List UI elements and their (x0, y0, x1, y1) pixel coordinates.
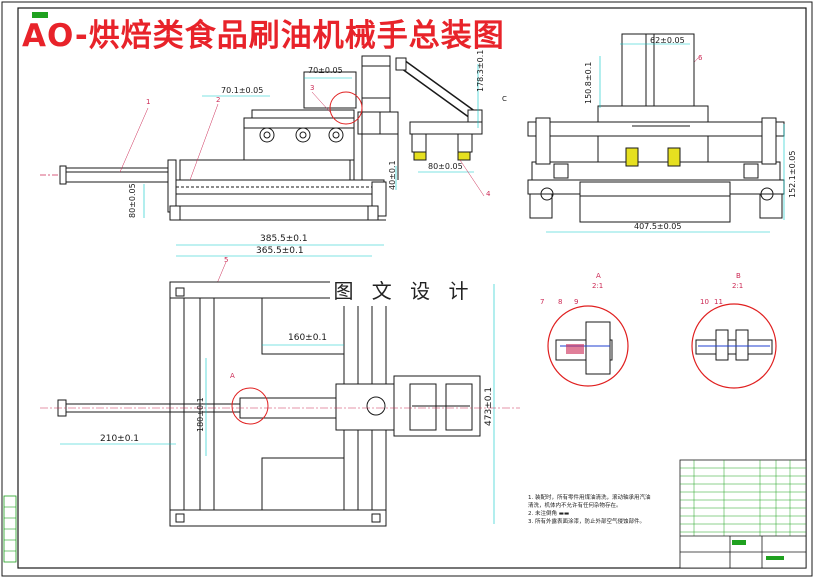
view-label-c: C (502, 95, 507, 103)
balloon-8: 8 (558, 298, 563, 306)
dim-80-top: 80±0.05 (428, 162, 463, 171)
section-a-scale: 2:1 (592, 282, 604, 290)
dim-152-1: 152.1±0.05 (788, 150, 797, 198)
balloon-7: 7 (540, 298, 545, 306)
top-view (57, 281, 481, 527)
dim-160: 160±0.1 (288, 333, 328, 343)
dim-62: 62±0.05 (650, 36, 685, 45)
balloon-4: 4 (486, 190, 491, 198)
drawing-title: AO-烘焙类食品刷油机械手总装图 (22, 18, 505, 54)
view-label-a: A (230, 372, 235, 380)
dim-385-5: 385.5±0.1 (260, 234, 308, 244)
inner-border (17, 7, 807, 569)
front-view-dim-lines (143, 64, 479, 218)
dim-150-8: 150.8±0.1 (584, 61, 593, 104)
parts-list-rows (680, 460, 806, 536)
balloon-2: 2 (216, 96, 221, 104)
balloon-6: 6 (698, 54, 703, 62)
detail-view-a (547, 305, 629, 387)
detail-circle-c (329, 91, 363, 125)
balloon-3: 3 (310, 84, 315, 92)
dim-80-left: 80±0.05 (128, 183, 137, 218)
detail-circle-a (231, 387, 269, 425)
dim-365-5: 365.5±0.1 (256, 246, 304, 256)
dim-70-1: 70.1±0.05 (221, 86, 264, 95)
balloon-1: 1 (146, 98, 151, 106)
side-view (527, 33, 785, 223)
front-view (40, 55, 483, 221)
note-line: 1. 装配时，所有零件用煤油清洗，滚动轴承用汽油 (528, 495, 651, 501)
technical-notes: 1. 装配时，所有零件用煤油清洗，滚动轴承用汽油 清洗，机体内不允许有任何杂物存… (528, 494, 668, 526)
detail-view-b (691, 303, 777, 389)
balloon-11: 11 (714, 298, 723, 306)
note-line: 清洗，机体内不允许有任何杂物存在。 (528, 503, 622, 509)
balloon-5: 5 (224, 256, 229, 264)
side-strip-cells (4, 506, 16, 552)
dim-210: 210±0.1 (100, 434, 140, 444)
dim-473: 473±0.1 (484, 386, 494, 426)
dim-180: 180±0.1 (196, 397, 205, 432)
dim-178-3: 178.3±0.1 (476, 49, 485, 92)
balloon-10: 10 (700, 298, 709, 306)
section-b-scale: 2:1 (732, 282, 744, 290)
section-b-label: B (736, 272, 741, 280)
corner-tag (32, 12, 48, 18)
section-a-label: A (596, 272, 601, 280)
dim-40: 40±0.1 (388, 160, 397, 190)
dim-70: 70±0.05 (308, 66, 343, 75)
side-view-dim-lines (546, 43, 785, 233)
note-line: 2. 未注倒角 ▬▬ (528, 511, 570, 517)
note-line: 3. 所有外露表面涂漆，防止外部空气侵蚀部件。 (528, 519, 645, 525)
title-block (679, 459, 807, 569)
watermark: 图 文 设 计 (330, 276, 478, 306)
dim-407-5: 407.5±0.05 (634, 222, 682, 231)
balloon-9: 9 (574, 298, 579, 306)
top-view-dim-lines (60, 244, 495, 524)
